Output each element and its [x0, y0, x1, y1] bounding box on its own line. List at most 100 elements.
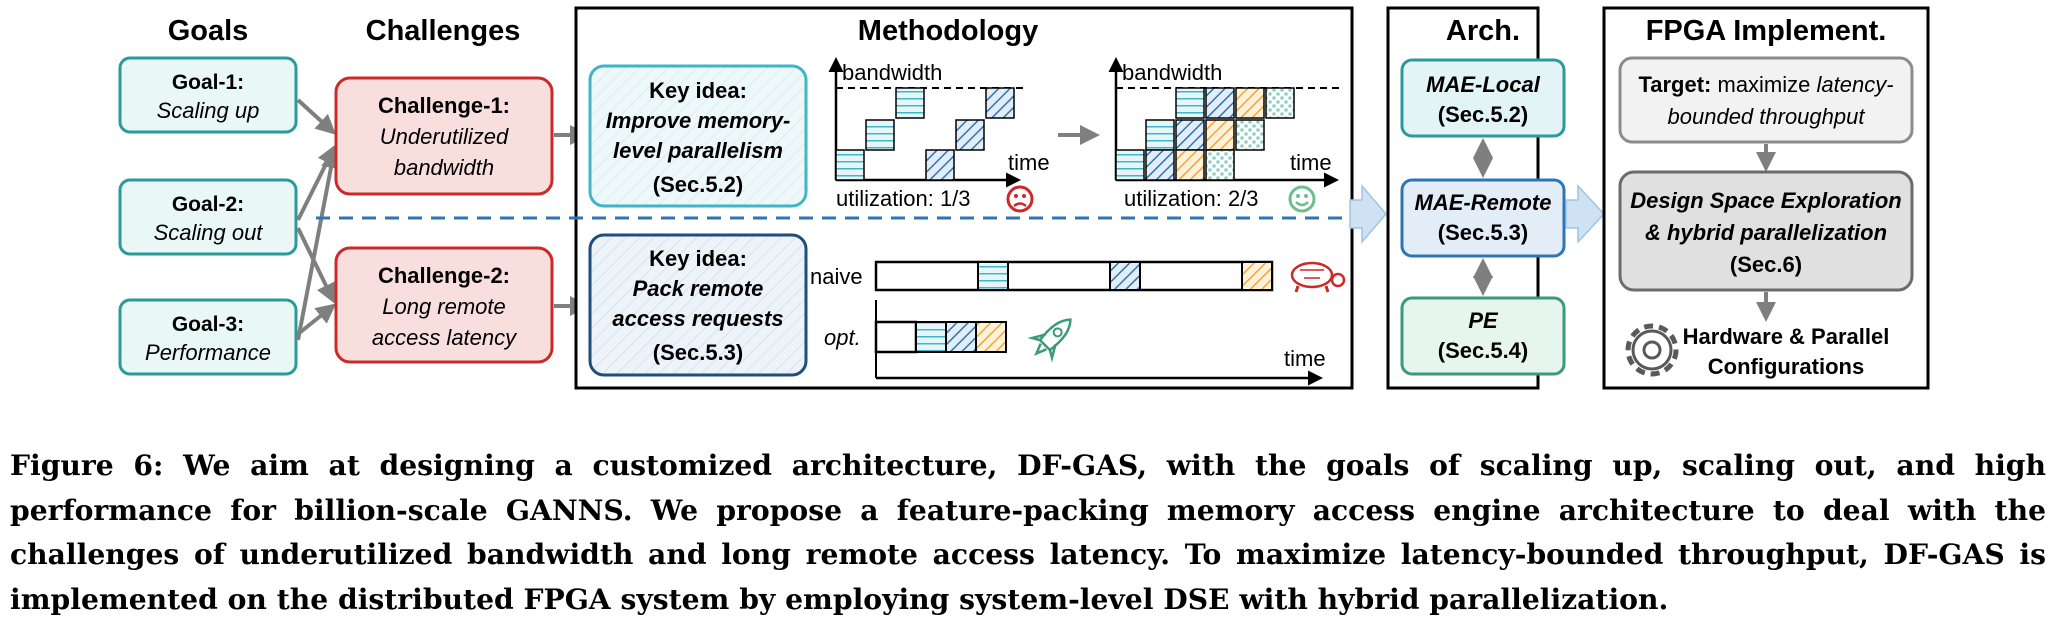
turtle-icon — [1290, 261, 1346, 293]
dse-line1: Design Space Exploration — [1630, 188, 1901, 213]
bandwidth-chart-right: bandwidth time utilization: 2/3 — [1108, 57, 1340, 213]
left-block-4 — [925, 149, 955, 181]
key-idea-1-line1: Improve memory- — [606, 108, 791, 133]
naive-block-blue — [1109, 261, 1141, 291]
opt-label: opt. — [824, 325, 861, 350]
key-idea-1-line2: level parallelism — [613, 138, 783, 163]
right-block-b1 — [1145, 149, 1175, 181]
bandwidth-chart-left: bandwidth time utilization: 1/3 — [828, 57, 1050, 213]
mae-remote-name: MAE-Remote — [1415, 190, 1552, 215]
key-idea-2-box: Key idea: Pack remote access requests (S… — [588, 233, 808, 377]
opt-block-blue — [945, 321, 977, 353]
goal-2-box: Goal-2: Scaling out — [118, 178, 298, 256]
left-utilization-label: utilization: 1/3 — [836, 186, 971, 211]
naive-block-orange — [1241, 261, 1273, 291]
pe-box: PE (Sec.5.4) — [1400, 296, 1566, 376]
config-line2: Configurations — [1708, 354, 1864, 379]
challenge-2-line2: access latency — [372, 325, 518, 350]
key-idea-2-title: Key idea: — [649, 246, 747, 271]
challenge-2-box: Challenge-2: Long remote access latency — [334, 246, 554, 364]
right-block-m1 — [1205, 149, 1235, 181]
left-block-2 — [865, 119, 895, 151]
challenge-2-label: Challenge-2: — [378, 263, 510, 288]
target-bold: Target: — [1638, 72, 1711, 97]
rocket-icon — [1027, 318, 1072, 363]
right-block-c2 — [1145, 119, 1175, 151]
right-utilization-label: utilization: 2/3 — [1124, 186, 1259, 211]
naive-bar — [874, 260, 1274, 292]
left-chart-y-label: bandwidth — [842, 60, 942, 85]
mae-local-name: MAE-Local — [1426, 72, 1541, 97]
happy-face-icon — [1288, 185, 1316, 213]
request-timeline: naive opt. time — [810, 260, 1346, 386]
right-block-b3 — [1205, 87, 1235, 119]
right-chart-y-label: bandwidth — [1122, 60, 1222, 85]
challenge-1-line2: bandwidth — [394, 155, 494, 180]
left-block-1 — [835, 149, 865, 181]
goal-3-box: Goal-3: Performance — [118, 298, 298, 376]
right-block-m2 — [1235, 119, 1265, 151]
naive-block-cyan — [977, 261, 1009, 291]
challenges-header: Challenges — [366, 15, 521, 47]
gear-icon — [1625, 323, 1679, 377]
opt-start-block — [874, 320, 918, 354]
target-line1: Target: maximize latency- — [1638, 72, 1893, 97]
left-block-6 — [985, 87, 1015, 119]
dse-box: Design Space Exploration & hybrid parall… — [1618, 170, 1914, 292]
left-chart-x-label: time — [1008, 150, 1050, 175]
key-idea-2-line2: access requests — [612, 306, 783, 331]
left-block-3 — [895, 87, 925, 119]
challenge-1-line1: Underutilized — [380, 124, 509, 149]
target-rest: maximize — [1711, 72, 1816, 97]
opt-block-orange — [975, 321, 1007, 353]
mae-local-box: MAE-Local (Sec.5.2) — [1400, 58, 1566, 138]
goal-challenge-arrows — [296, 98, 341, 341]
arch-fpga-arrow — [1565, 184, 1606, 244]
goal-3-desc: Performance — [145, 340, 271, 365]
sad-face-icon — [1006, 185, 1034, 213]
methodology-header: Methodology — [858, 15, 1038, 47]
figure-caption: Figure 6: We aim at designing a customiz… — [10, 449, 2046, 616]
right-block-b2 — [1175, 119, 1205, 151]
right-block-o3 — [1235, 87, 1265, 119]
fpga-header: FPGA Implement. — [1646, 15, 1887, 47]
goal-1-desc: Scaling up — [157, 98, 260, 123]
key-idea-1-title: Key idea: — [649, 78, 747, 103]
pe-ref: (Sec.5.4) — [1438, 338, 1529, 363]
goal-1-label: Goal-1: — [172, 71, 244, 94]
right-block-o2 — [1205, 119, 1235, 151]
key-idea-2-ref: (Sec.5.3) — [653, 340, 744, 365]
right-block-c1 — [1115, 149, 1145, 181]
challenge-1-label: Challenge-1: — [378, 93, 510, 118]
timeline-x-label: time — [1284, 346, 1326, 371]
right-chart-x-label: time — [1290, 150, 1332, 175]
mae-remote-box: MAE-Remote (Sec.5.3) — [1400, 178, 1566, 258]
challenge-2-line1: Long remote — [382, 294, 506, 319]
goal-1-box: Goal-1: Scaling up — [118, 56, 298, 134]
mae-local-ref: (Sec.5.2) — [1438, 102, 1529, 127]
right-block-c3 — [1175, 87, 1205, 119]
target-italic1: latency- — [1817, 72, 1894, 97]
opt-block-cyan — [915, 321, 947, 353]
target-box: Target: maximize latency- bounded throug… — [1618, 56, 1914, 144]
target-italic2: bounded throughput — [1668, 104, 1866, 129]
key-idea-2-line1: Pack remote — [633, 276, 764, 301]
overview-diagram: Goals Challenges Goal-1: Scaling up Goal… — [118, 6, 1930, 390]
goal-2-desc: Scaling out — [154, 220, 264, 245]
mae-remote-ref: (Sec.5.3) — [1438, 220, 1529, 245]
methodology-arch-arrow — [1349, 183, 1387, 245]
goal-3-label: Goal-3: — [172, 313, 244, 336]
config-line1: Hardware & Parallel — [1683, 324, 1890, 349]
key-idea-1-box: Key idea: Improve memory- level parallel… — [588, 64, 808, 208]
goal-2-label: Goal-2: — [172, 193, 244, 216]
dse-line2: & hybrid parallelization — [1645, 220, 1887, 245]
key-idea-1-ref: (Sec.5.2) — [653, 172, 744, 197]
naive-label: naive — [810, 264, 863, 289]
arch-header: Arch. — [1446, 15, 1520, 47]
goals-header: Goals — [168, 15, 249, 47]
pe-name: PE — [1468, 308, 1499, 333]
right-block-o1 — [1175, 149, 1205, 181]
left-block-5 — [955, 119, 985, 151]
right-block-m3 — [1265, 87, 1295, 119]
challenge-1-box: Challenge-1: Underutilized bandwidth — [334, 76, 554, 196]
